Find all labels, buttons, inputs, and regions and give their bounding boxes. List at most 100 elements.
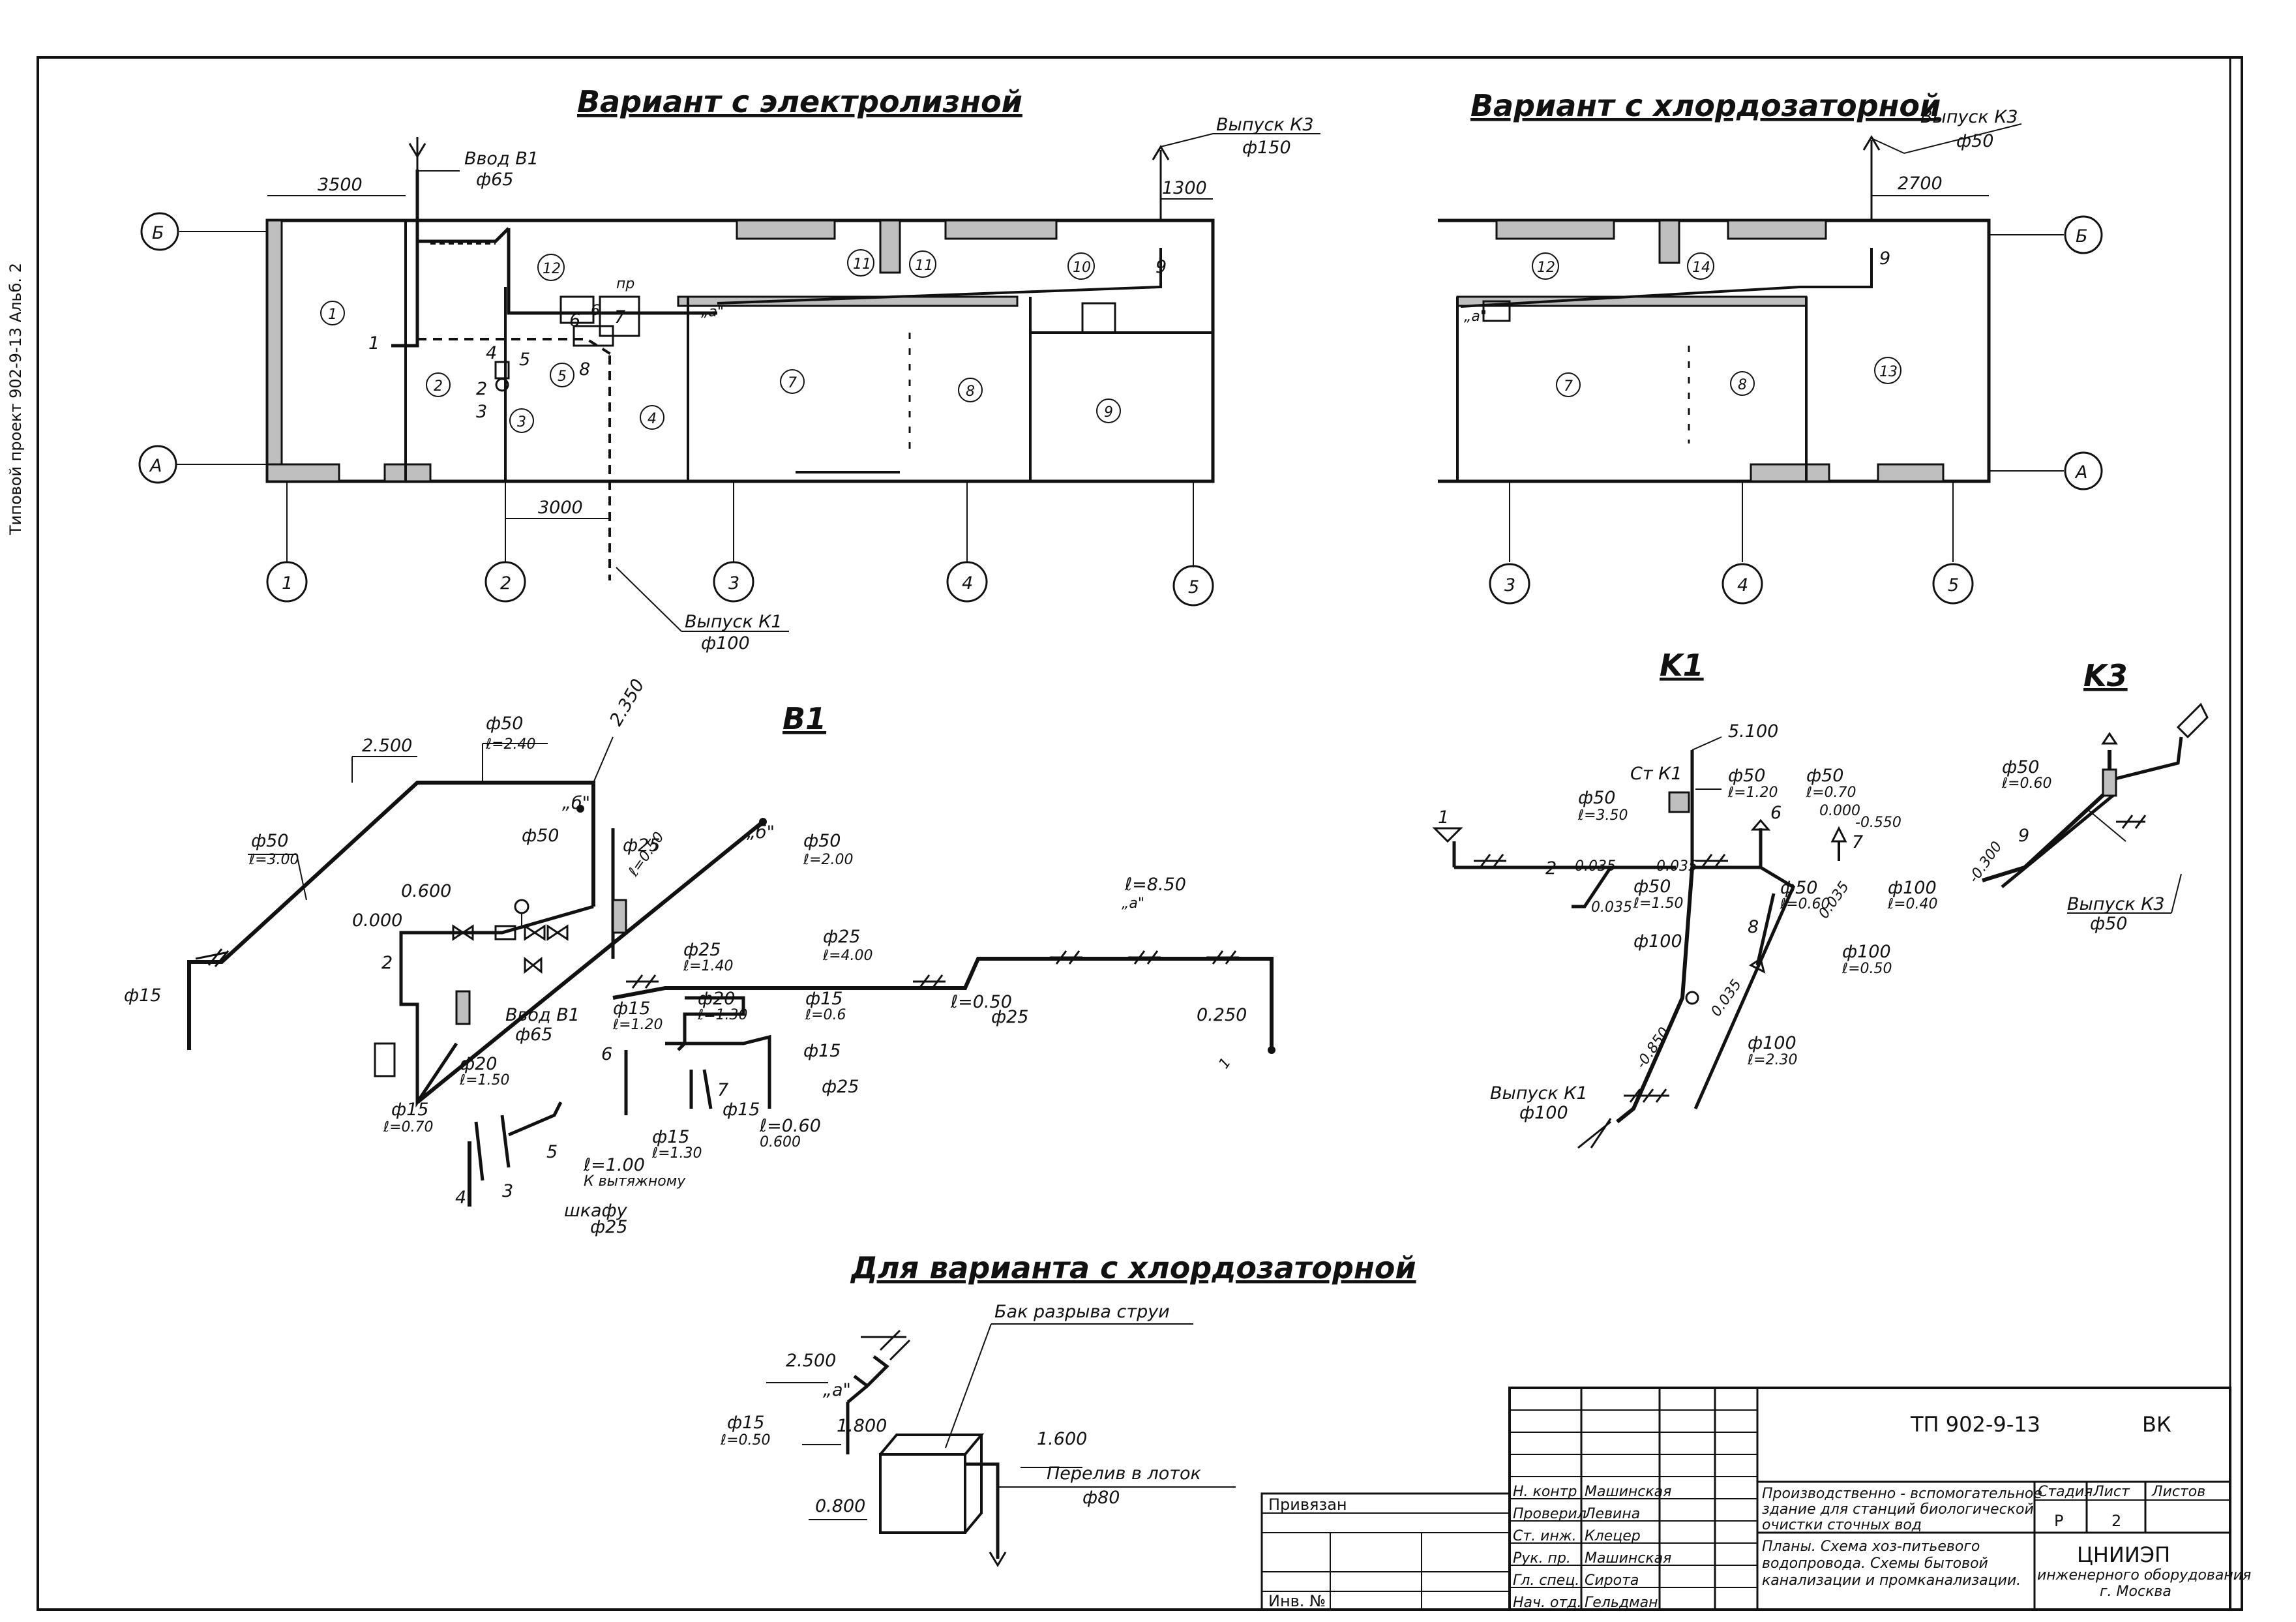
b1-lbl: 2.500 bbox=[362, 736, 412, 756]
dim-3000: 3000 bbox=[538, 498, 583, 518]
leader bbox=[1692, 736, 1722, 751]
title-k1: K1 bbox=[1660, 648, 1704, 683]
b1-lbl: 0.250 bbox=[1197, 1005, 1247, 1025]
b1-cabinet bbox=[374, 1042, 396, 1077]
b1-branch-4 bbox=[508, 1101, 563, 1137]
chlor-overflow-label: Перелив в лоток bbox=[1047, 1464, 1201, 1484]
tb-name: Машинская bbox=[1585, 1550, 1671, 1567]
axis-b2: Б bbox=[2076, 226, 2088, 247]
b1-lbl: ℓ=4.00 bbox=[822, 948, 873, 964]
k1-lbl: ℓ=0.60 bbox=[1780, 896, 1830, 912]
tb-role: Рук. пр. bbox=[1513, 1550, 1571, 1567]
plan1-wall-bot-2 bbox=[266, 463, 340, 483]
b1-floor-mark bbox=[626, 974, 659, 989]
k1-lbl: ф50 bbox=[1633, 877, 1671, 897]
chlor-labels: Бак разрыва струи Перелив в лоток ф80 2.… bbox=[720, 1302, 1201, 1516]
k3-tank bbox=[2176, 702, 2209, 739]
plan2-marker-a: „а" bbox=[1464, 308, 1487, 325]
plan1-wall-top-2 bbox=[944, 219, 1058, 240]
k1-lbl: ℓ=1.50 bbox=[1633, 895, 1684, 912]
plan1-dimensions: 3500 3000 1300 Ввод В1 ф65 Выпуск К3 ф15… bbox=[267, 115, 1320, 653]
plan2-outline bbox=[1438, 218, 1991, 483]
b1-lbl: 2.350 bbox=[606, 676, 648, 729]
k3-lbl: ℓ=0.60 bbox=[2001, 775, 2052, 792]
plan2-pipe bbox=[1460, 248, 1873, 308]
plan1-pipe-inlet bbox=[391, 170, 419, 348]
tb-sheet-title: канализации и промканализации. bbox=[1762, 1572, 2021, 1589]
marker-a: „а" bbox=[701, 304, 724, 320]
fixture-5: 5 bbox=[519, 350, 530, 370]
b1-lbl: ф25 bbox=[590, 1217, 627, 1237]
room-marker bbox=[1687, 252, 1714, 280]
tb-name: Сирота bbox=[1585, 1572, 1639, 1589]
b1-wall-mark bbox=[612, 899, 627, 934]
b1-floor-mark bbox=[1050, 950, 1082, 965]
axis-bubble-a2 bbox=[2064, 451, 2103, 490]
b1-lbl: 5 bbox=[546, 1142, 558, 1162]
room-marker bbox=[847, 249, 874, 277]
b1-lbl: ф25 bbox=[823, 927, 860, 947]
room-marker bbox=[1532, 252, 1559, 280]
b1-lbl: ф20 bbox=[698, 989, 735, 1009]
k1-lbl: 5.100 bbox=[1728, 721, 1778, 742]
chlor-inlet bbox=[846, 1355, 889, 1404]
b1-lbl: 1 bbox=[1215, 1055, 1234, 1072]
title-block bbox=[1260, 1387, 2231, 1611]
b1-lbl: ф50 bbox=[486, 713, 523, 734]
k3-lbl: ф50 bbox=[2002, 757, 2039, 777]
k1-branch-8 bbox=[1755, 893, 1776, 966]
tb-org: ЦНИИЭП bbox=[2077, 1542, 2170, 1567]
b1-lbl: ф15 bbox=[805, 989, 842, 1009]
k1-lbl: ф50 bbox=[1780, 878, 1817, 898]
plan1-pipe-v1 bbox=[417, 227, 717, 315]
plan-electrolysis bbox=[265, 137, 1215, 580]
b1-branch-2 bbox=[474, 1115, 511, 1181]
chlor-lbl: 0.800 bbox=[815, 1496, 865, 1516]
plan2-wall-bot-2 bbox=[1750, 463, 1830, 483]
b1-lbl: 3 bbox=[502, 1181, 513, 1201]
k1-lbl: ℓ=1.20 bbox=[1727, 785, 1778, 801]
b1-lbl: ф15 bbox=[124, 985, 161, 1006]
k1-labels: 5.100 Ст К1 ф50 ℓ=1.20 ф50 ℓ=0.70 ф50 ℓ=… bbox=[1438, 721, 1938, 1123]
b1-branch-6 bbox=[689, 1069, 713, 1109]
b1-gauge bbox=[514, 899, 529, 914]
chlor-lbl: 1.800 bbox=[837, 1416, 887, 1436]
axis-bubble-a bbox=[138, 445, 177, 484]
k1-fixture-7 bbox=[1830, 826, 1847, 843]
plan1-pipe-k1 bbox=[417, 338, 614, 357]
k1-lbl: 8 bbox=[1748, 917, 1759, 937]
plan1-room-numbers: 1 2 3 4 5 7 8 9 10 11 11 12 6 bbox=[320, 249, 1121, 433]
room-label: 11 bbox=[915, 258, 933, 274]
k1-floor-mark bbox=[1695, 854, 1728, 868]
inlet-dia: ф65 bbox=[476, 170, 513, 190]
pr-label: пр bbox=[616, 276, 634, 292]
b1-lbl: ф20 bbox=[460, 1054, 497, 1074]
room-label: 6 bbox=[591, 303, 600, 319]
dim-2700: 2700 bbox=[1898, 173, 1943, 194]
tb-bound-box bbox=[1260, 1492, 1511, 1611]
room-marker bbox=[958, 378, 983, 402]
room-marker bbox=[640, 405, 664, 430]
axis-1: 1 bbox=[282, 573, 293, 593]
k3-fixture bbox=[2101, 732, 2118, 745]
b1-lbl: ф65 bbox=[515, 1025, 552, 1045]
b1-lbl: ℓ=2.40 bbox=[485, 736, 536, 753]
k1-lbl: 0.000 bbox=[1819, 803, 1860, 819]
plan1-equip-7 bbox=[599, 295, 640, 337]
k1-lbl: 0.035 bbox=[1591, 899, 1632, 916]
plan2-wall-top-1 bbox=[1495, 219, 1615, 240]
plan2-axes: Б А 3 4 5 bbox=[1489, 215, 2103, 605]
tb-name: Машинская bbox=[1585, 1484, 1671, 1500]
b1-lbl: ℓ=1.40 bbox=[683, 958, 734, 974]
plan2-wall-bot-1 bbox=[1877, 463, 1945, 483]
room-label: 3 bbox=[517, 414, 526, 430]
k3-lbl: 9 bbox=[2018, 826, 2029, 846]
b1-end-point bbox=[1268, 1046, 1275, 1054]
chlor-tank-label: Бак разрыва струи bbox=[994, 1302, 1170, 1322]
b1-lbl: 0.000 bbox=[352, 910, 402, 931]
plan1-wall-bot-1 bbox=[383, 463, 432, 483]
chlor-lbl: 2.500 bbox=[786, 1351, 836, 1371]
plan1-stair bbox=[1081, 302, 1116, 334]
fixture-9: 9 bbox=[1155, 257, 1167, 277]
side-stamp: Типовой проект 902-9-13 Альб. 2 bbox=[7, 263, 25, 535]
